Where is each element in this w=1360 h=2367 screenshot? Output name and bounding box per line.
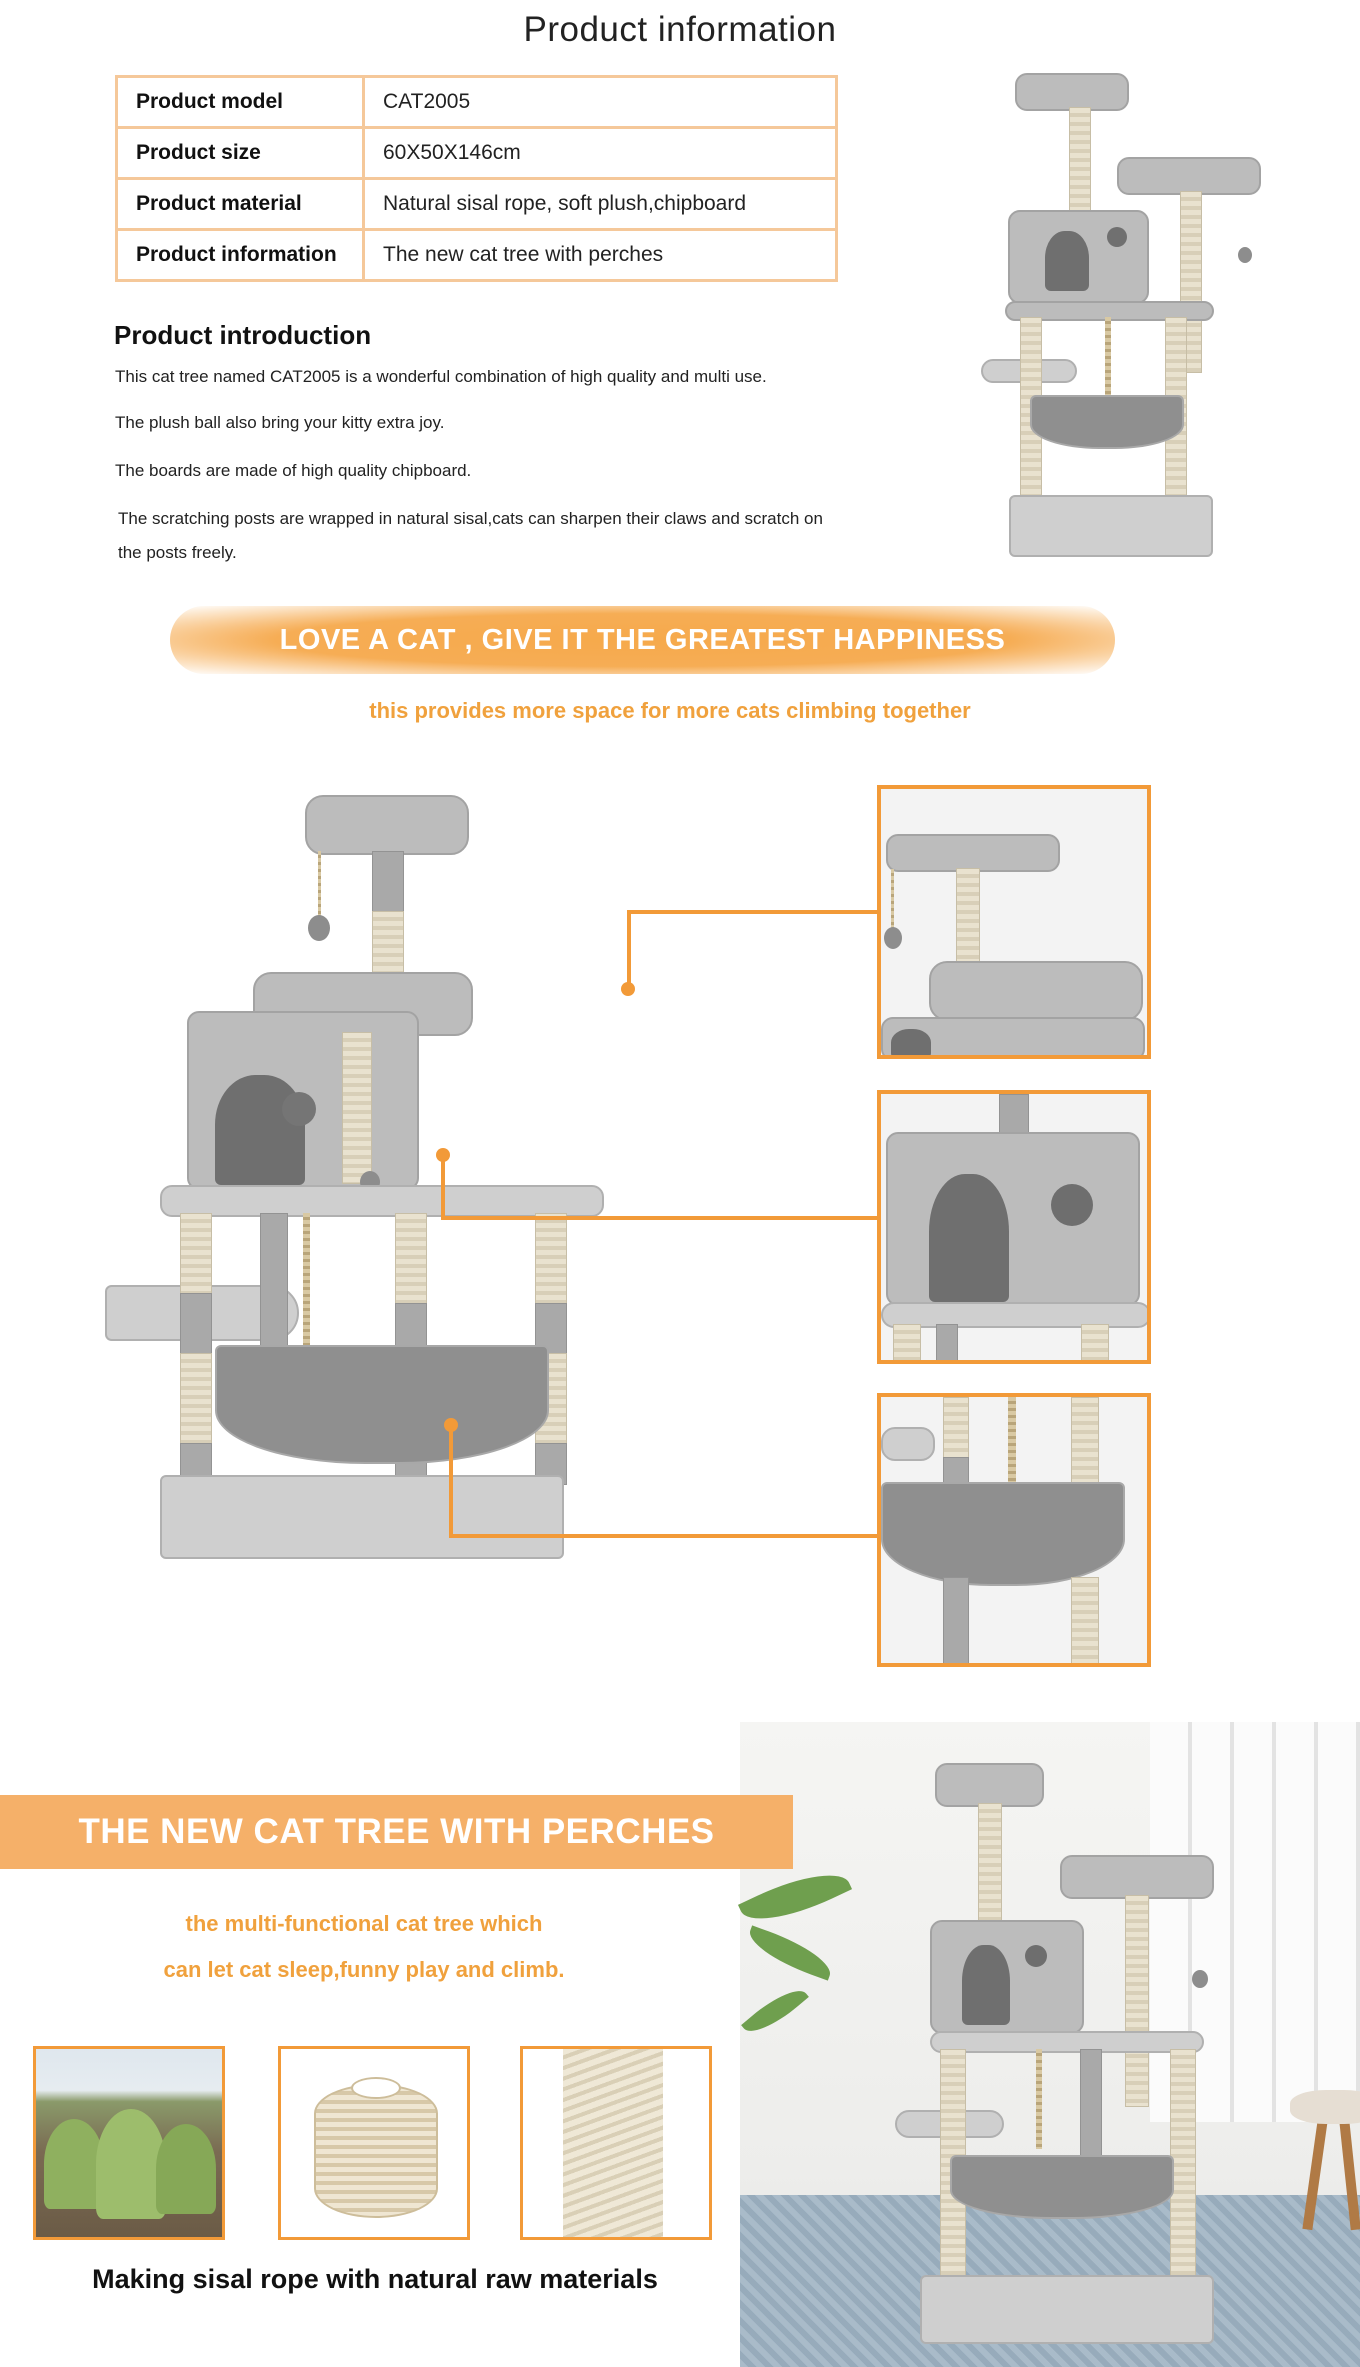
spec-key: Product information	[115, 228, 365, 282]
product-image-lifestyle	[890, 1755, 1250, 2355]
detail-frame-condo	[877, 1090, 1151, 1364]
spec-value: 60X50X146cm	[362, 126, 838, 180]
thumbnail-agave-field	[33, 2046, 225, 2240]
lower-headline-bar	[0, 1795, 793, 1869]
banner-headline: LOVE A CAT , GIVE IT THE GREATEST HAPPIN…	[279, 624, 1006, 656]
detail-frame-perch	[877, 785, 1151, 1059]
intro-title: Product introduction	[114, 320, 372, 350]
product-image-small	[981, 65, 1270, 565]
materials-caption: Making sisal rope with natural raw mater…	[92, 2264, 658, 2294]
intro-paragraph: the posts freely.	[118, 543, 237, 562]
banner-subline: this provides more space for more cats c…	[369, 698, 971, 723]
callout-line	[627, 910, 631, 988]
table-row: Product information The new cat tree wit…	[115, 228, 838, 282]
thumbnail-sisal-post	[520, 2046, 712, 2240]
detail-frame-hammock	[877, 1393, 1151, 1667]
table-row: Product model CAT2005	[115, 75, 838, 129]
thumbnail-sisal-spool	[278, 2046, 470, 2240]
callout-line	[627, 910, 877, 914]
intro-paragraph: The scratching posts are wrapped in natu…	[118, 509, 823, 528]
lower-subline: can let cat sleep,funny play and climb.	[163, 1957, 565, 1982]
page-title: Product information	[523, 10, 837, 49]
product-image-large	[105, 785, 680, 1635]
spec-key: Product material	[115, 177, 365, 231]
lower-headline: THE NEW CAT TREE WITH PERCHES	[78, 1812, 715, 1851]
intro-paragraph: This cat tree named CAT2005 is a wonderf…	[115, 367, 767, 386]
spec-key: Product size	[115, 126, 365, 180]
spec-value: Natural sisal rope, soft plush,chipboard	[362, 177, 838, 231]
banner-background	[170, 606, 1115, 674]
callout-line	[449, 1424, 453, 1538]
spec-key: Product model	[115, 75, 365, 129]
stool-seat	[1290, 2090, 1360, 2124]
callout-line	[441, 1216, 877, 1220]
lower-subline: the multi-functional cat tree which	[185, 1911, 543, 1936]
callout-dot	[621, 982, 635, 996]
table-row: Product size 60X50X146cm	[115, 126, 838, 180]
intro-paragraph: The boards are made of high quality chip…	[115, 461, 472, 480]
callout-line	[449, 1534, 877, 1538]
spec-table: Product model CAT2005 Product size 60X50…	[115, 75, 838, 282]
table-row: Product material Natural sisal rope, sof…	[115, 177, 838, 231]
intro-paragraph: The plush ball also bring your kitty ext…	[115, 413, 445, 432]
spec-value: CAT2005	[362, 75, 838, 129]
spec-value: The new cat tree with perches	[362, 228, 838, 282]
callout-line	[441, 1154, 445, 1220]
